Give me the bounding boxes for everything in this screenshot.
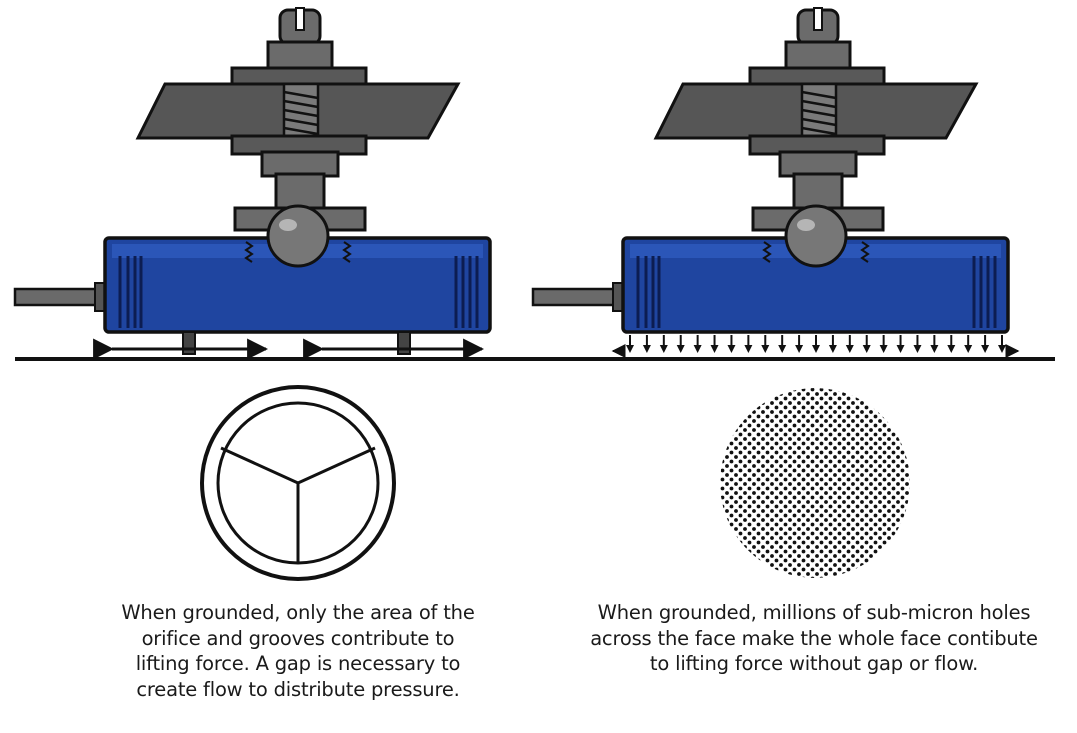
ball-joint (266, 204, 330, 268)
down-arrow-head (896, 345, 905, 353)
down-arrow-head (761, 345, 770, 353)
down-arrow-head (795, 345, 804, 353)
down-arrow-head (947, 345, 956, 353)
caption-line: orifice and grooves contribute to (141, 626, 455, 650)
down-arrow-head (744, 345, 753, 353)
down-arrow-head (812, 345, 820, 353)
orifice-caption: When grounded, only the area of the orif… (78, 600, 518, 702)
down-arrow-head (710, 345, 719, 353)
down-arrow-head (964, 345, 973, 353)
ball-joint (784, 204, 848, 268)
porous-face-pattern (720, 388, 910, 578)
down-arrow-head (828, 345, 837, 353)
down-arrow-head (693, 345, 702, 353)
caption-line: When grounded, only the area of the (121, 601, 475, 624)
air-hose-left (13, 287, 107, 307)
caption-line: lifting force. A gap is necessary to (135, 652, 461, 675)
down-arrow-head (862, 345, 871, 353)
caption-line: create flow to distribute pressure. (136, 677, 460, 701)
down-arrow-head (845, 345, 854, 353)
orifice-groove-pattern (200, 385, 396, 581)
down-arrow-head (930, 345, 939, 353)
porous-caption: When grounded, millions of sub-micron ho… (570, 600, 1058, 677)
caption-line: to lifting force without gap or flow. (649, 652, 979, 675)
caption-line: across the face make the whole face cont… (590, 626, 1038, 650)
spring-icon (282, 82, 320, 140)
orifice-bearing-assembly (13, 7, 492, 360)
adjust-screw-icon (230, 7, 368, 97)
down-arrow-head (642, 345, 651, 353)
caption-line: When grounded, millions of sub-micron ho… (597, 601, 1031, 624)
down-arrow-head (626, 345, 634, 353)
down-arrow-head (727, 345, 736, 353)
down-arrow-head (981, 345, 990, 353)
down-arrow-head (913, 345, 922, 353)
down-arrow-head (879, 345, 888, 353)
air-hose-right (531, 287, 625, 307)
spring-icon (800, 82, 838, 140)
distributed-downward-arrows (626, 335, 1006, 353)
down-arrow-head (998, 345, 1006, 353)
down-arrow-head (659, 345, 668, 353)
down-arrow-head (676, 345, 685, 353)
down-arrow-head (778, 345, 787, 353)
porous-bearing-assembly (531, 7, 1020, 358)
ground-line (15, 357, 1055, 361)
